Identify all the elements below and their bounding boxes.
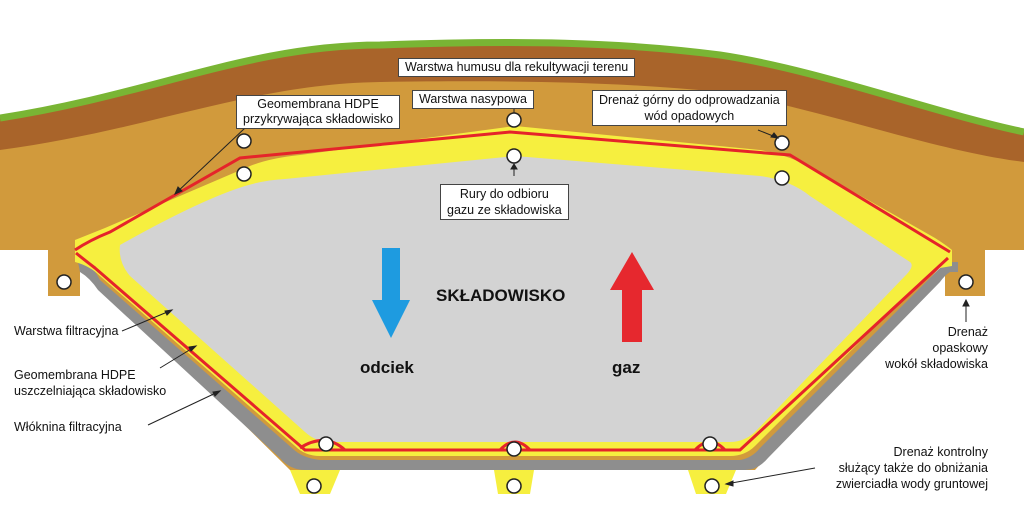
waste-body	[119, 156, 912, 442]
label-geomembrane-bottom: Geomembrana HDPE uszczelniająca składowi…	[14, 367, 166, 399]
label-top-drain-line1: Drenaż górny do odprowadzania	[599, 93, 780, 107]
label-perimeter-drain-line3: wokół składowiska	[885, 357, 988, 371]
label-top-drain-line2: wód opadowych	[644, 109, 735, 123]
pipe-gas-right	[774, 170, 790, 186]
pipe-leachate-left	[318, 436, 334, 452]
label-leachate: odciek	[360, 358, 414, 377]
label-filter-fabric: Włóknina filtracyjna	[14, 420, 122, 434]
leachate-arrow-icon	[372, 248, 410, 338]
label-geomembrane-top-line2: przykrywająca składowisko	[243, 112, 394, 126]
label-gas: gaz	[612, 358, 641, 377]
label-landfill: SKŁADOWISKO	[436, 286, 566, 305]
label-control-drain: Drenaż kontrolny służący także do obniża…	[836, 444, 988, 492]
label-geomembrane-top-line1: Geomembrana HDPE	[257, 97, 379, 111]
label-gas-pipes: Rury do odbioru gazu ze składowiska	[440, 184, 569, 220]
label-geomembrane-bottom-line1: Geomembrana HDPE	[14, 368, 136, 382]
label-geomembrane-bottom-line2: uszczelniająca składowisko	[14, 384, 167, 398]
pipe-top-right	[774, 135, 790, 151]
label-fill-layer: Warstwa nasypowa	[412, 90, 534, 109]
label-gas-pipes-line1: Rury do odbioru	[459, 187, 549, 201]
pipe-leachate-right	[702, 436, 718, 452]
pipe-gas-left	[236, 166, 252, 182]
hdpe-top-membrane	[74, 130, 951, 254]
control-drain-pipes-overlay	[306, 478, 720, 494]
humus-layer	[0, 42, 1024, 162]
label-gas-pipes-line2: gazu ze składowiska	[447, 203, 562, 217]
pipe-perimeter-right	[958, 274, 974, 290]
pipe-gas-center	[506, 148, 522, 164]
grass-strip	[0, 38, 1024, 136]
label-control-drain-line3: zwierciadła wody gruntowej	[835, 477, 988, 491]
label-top-drain: Drenaż górny do odprowadzania wód opadow…	[592, 90, 787, 126]
label-perimeter-drain-line1: Drenaż	[947, 325, 988, 339]
leader-lines	[121, 108, 970, 487]
label-humus: Warstwa humusu dla rekultywacji terenu	[398, 58, 636, 77]
label-filtration-layer: Warstwa filtracyjna	[14, 324, 119, 338]
label-control-drain-line1: Drenaż kontrolny	[893, 445, 989, 459]
pipe-leachate-center	[506, 441, 522, 457]
pipe-top-center	[506, 112, 522, 128]
pipe-perimeter-left	[56, 274, 72, 290]
pipe-top-left	[236, 133, 252, 149]
label-perimeter-drain-line2: opaskowy	[932, 341, 988, 355]
label-perimeter-drain: Drenaż opaskowy wokół składowiska	[885, 324, 988, 372]
gas-arrow-icon	[610, 252, 654, 342]
label-geomembrane-top: Geomembrana HDPE przykrywająca składowis…	[236, 95, 401, 129]
label-control-drain-line2: służący także do obniżania	[838, 461, 988, 475]
hdpe-bottom-membrane	[75, 251, 950, 452]
